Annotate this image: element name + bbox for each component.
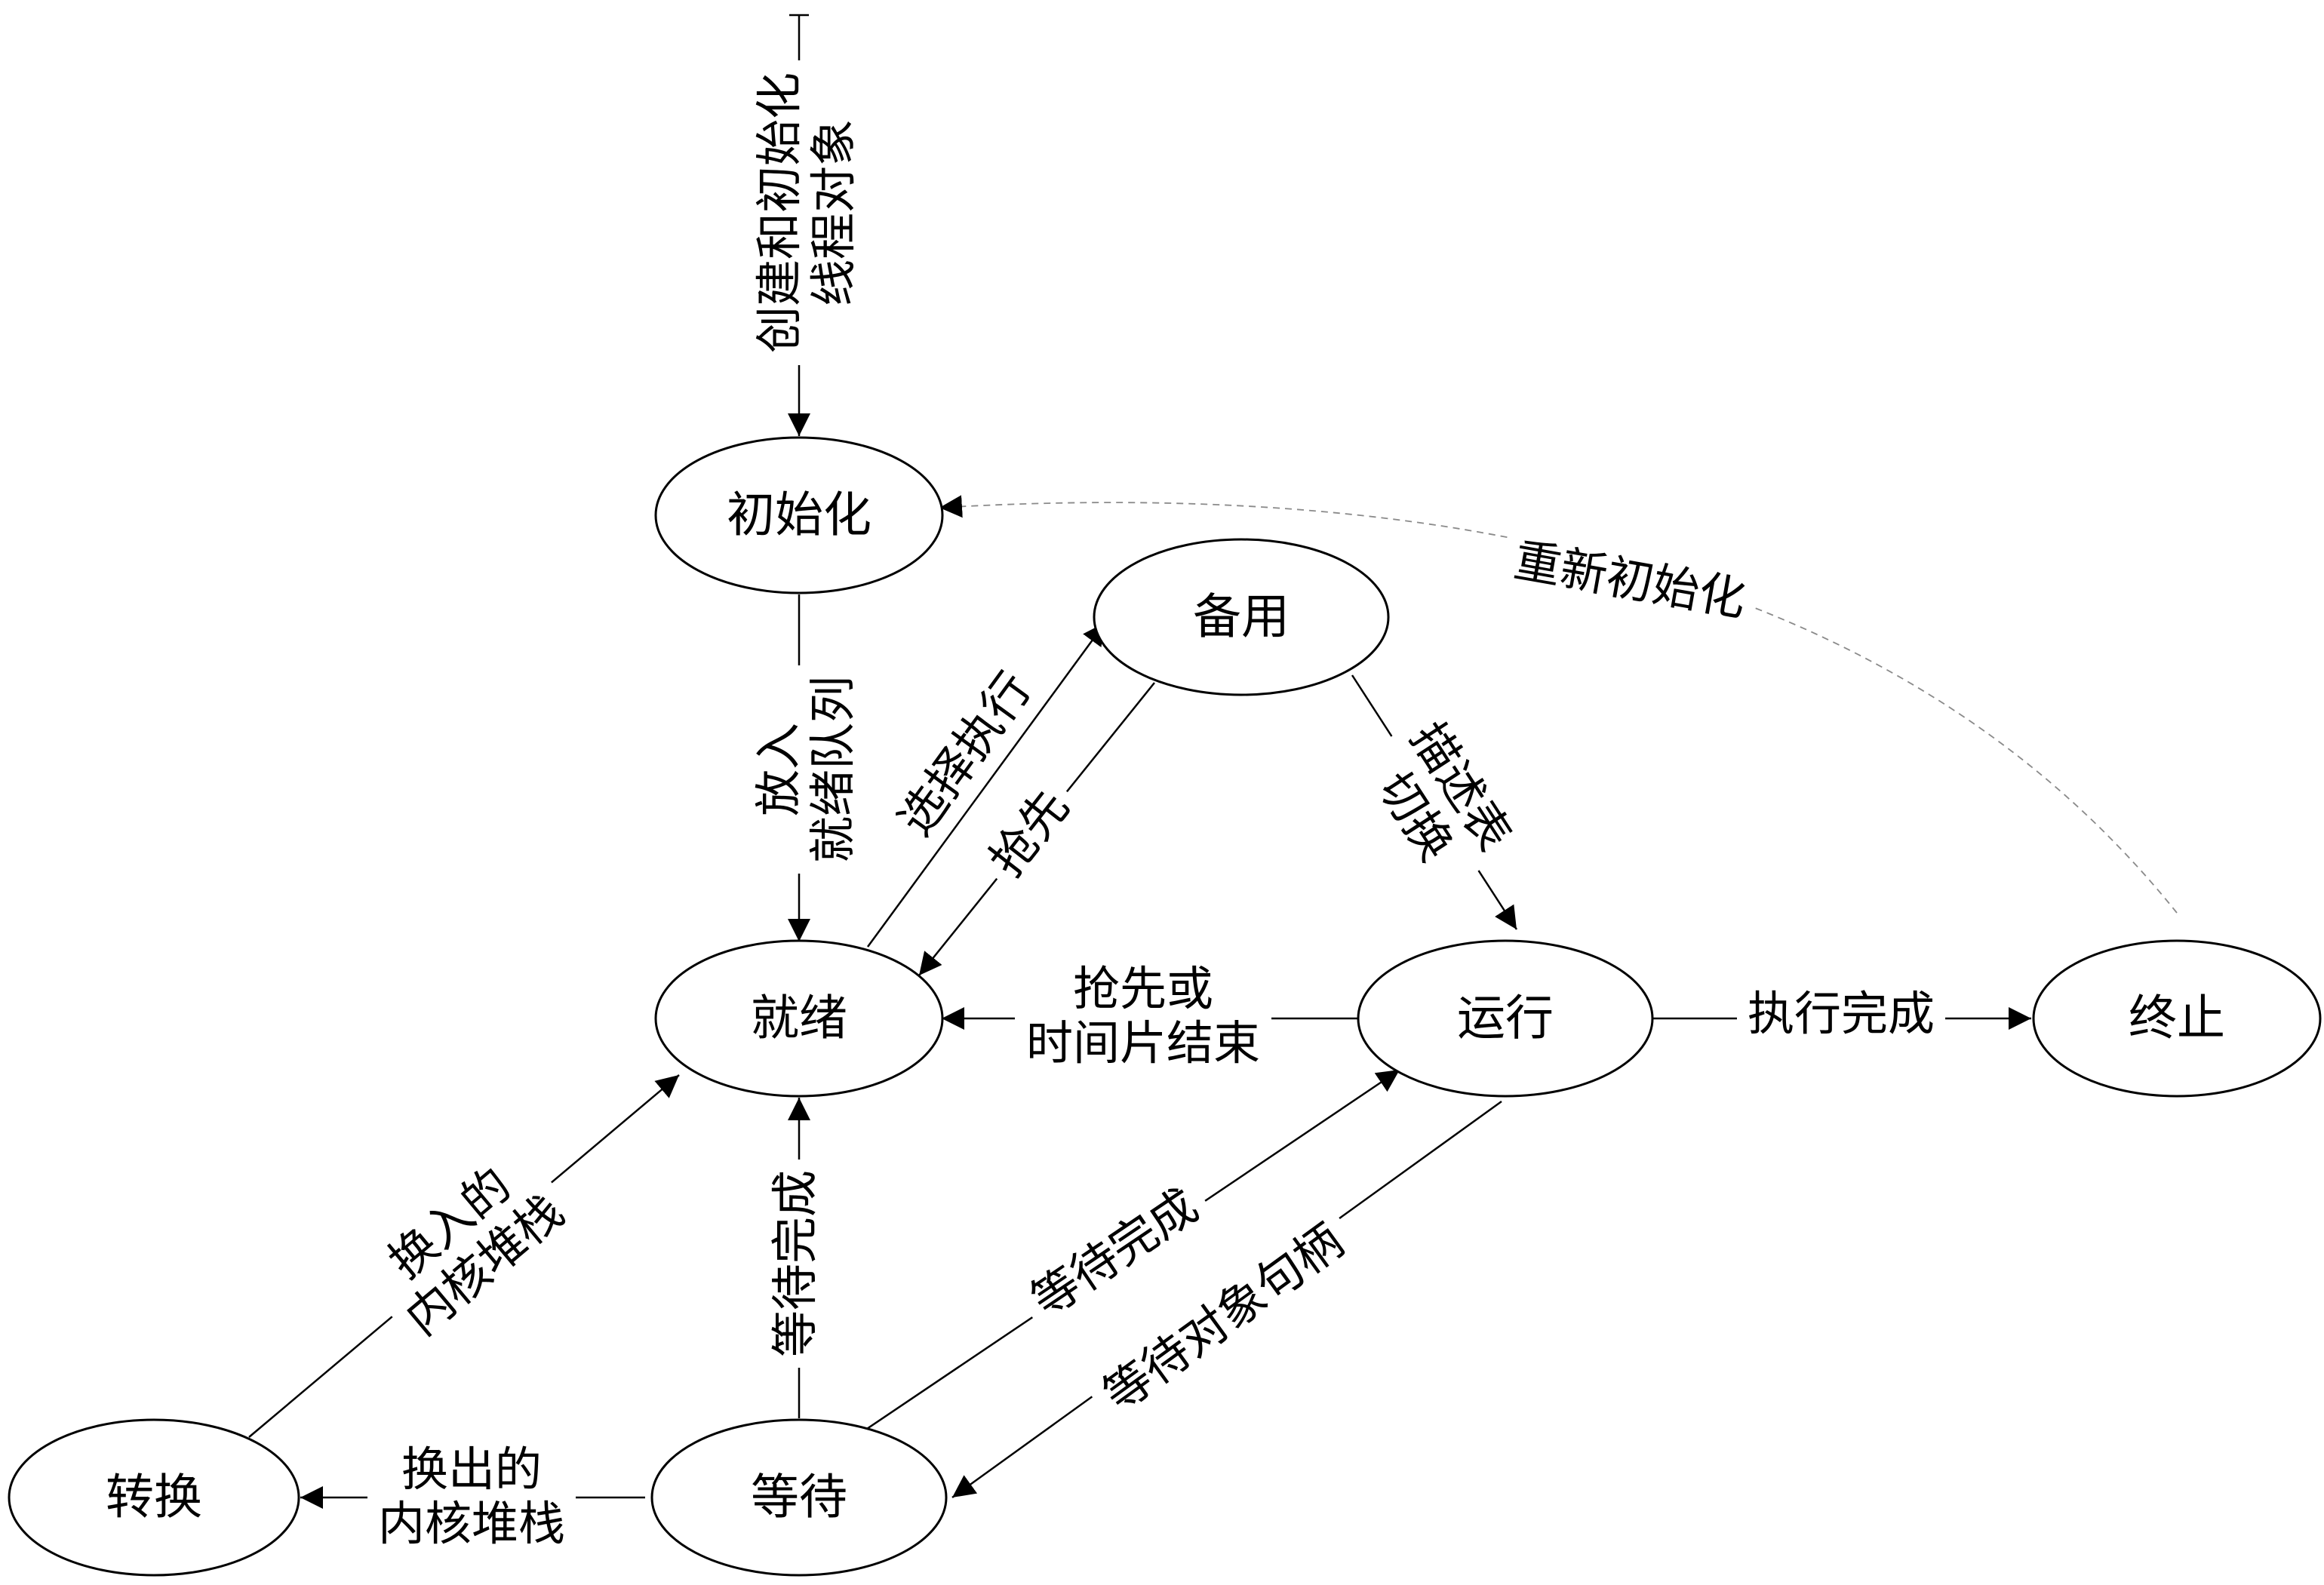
edge-label-bg [350,1132,586,1357]
edge-label-bg [1015,958,1271,1076]
edge-label-bg [367,1439,576,1556]
edge-label-finish: 执行完成 [1737,983,1945,1046]
node-ready-label: 就绪 [751,992,847,1046]
node-running-label: 运行 [1457,992,1554,1046]
node-standby-label: 备用 [1193,591,1290,644]
edge-label-line: 执行完成 [1748,989,1935,1040]
node-ready[interactable]: 就绪 [654,939,944,1098]
node-standby[interactable]: 备用 [1093,538,1390,696]
node-running[interactable]: 运行 [1357,939,1654,1098]
edge-label-line: 线程对象 [809,119,860,306]
edge-label-wait-done-ready: 等待完成 [764,1160,828,1368]
edge-label-bg [764,1160,828,1368]
edge-label-bg [748,665,865,874]
node-waiting-label: 等待 [751,1471,847,1525]
edge-label-line: 等待完成 [1023,1180,1207,1327]
edge-label-line: 内核堆栈 [378,1499,565,1550]
edge-label-bg [1737,983,1945,1046]
edge-label-line: 创建和初始化 [755,72,806,353]
edge-label-bg [749,60,866,365]
node-terminated-label: 终止 [2129,992,2225,1046]
edge-label-bg [1081,1203,1366,1434]
edge-label-line: 放入 [754,723,805,816]
node-init[interactable]: 初始化 [654,436,944,594]
edge-label-line: 时间片结束 [1026,1018,1260,1070]
edge-select [866,622,1107,948]
edge-label-bg [1498,527,1762,634]
node-transition[interactable]: 转换 [8,1418,300,1577]
edge-label-bg [878,651,1053,858]
edge-label-line: 抢先或 [1073,964,1213,1015]
edge-label-bg [1344,702,1531,902]
edge-label-line: 等待完成 [770,1170,822,1357]
edge-label-preempt: 抢先 [970,769,1090,898]
edge-label-bg [1011,1169,1219,1338]
node-init-label: 初始化 [727,489,872,542]
edge-label-line: 换出的 [401,1445,542,1496]
edge-labels: 创建和初始化线程对象放入就绪队列选择执行抢先描述表切换抢先或时间片结束执行完成重… [350,60,1945,1556]
edge-label-reinit: 重新初始化 [1498,527,1762,634]
node-waiting[interactable]: 等待 [650,1418,948,1577]
edge-label-line: 就绪队列 [808,676,859,863]
edge-label-enqueue: 放入就绪队列 [748,665,865,874]
node-terminated[interactable]: 终止 [2032,939,2322,1098]
edge-label-bg [970,769,1090,898]
node-transition-label: 转换 [106,1471,202,1525]
edge-label-create: 创建和初始化线程对象 [749,60,866,365]
